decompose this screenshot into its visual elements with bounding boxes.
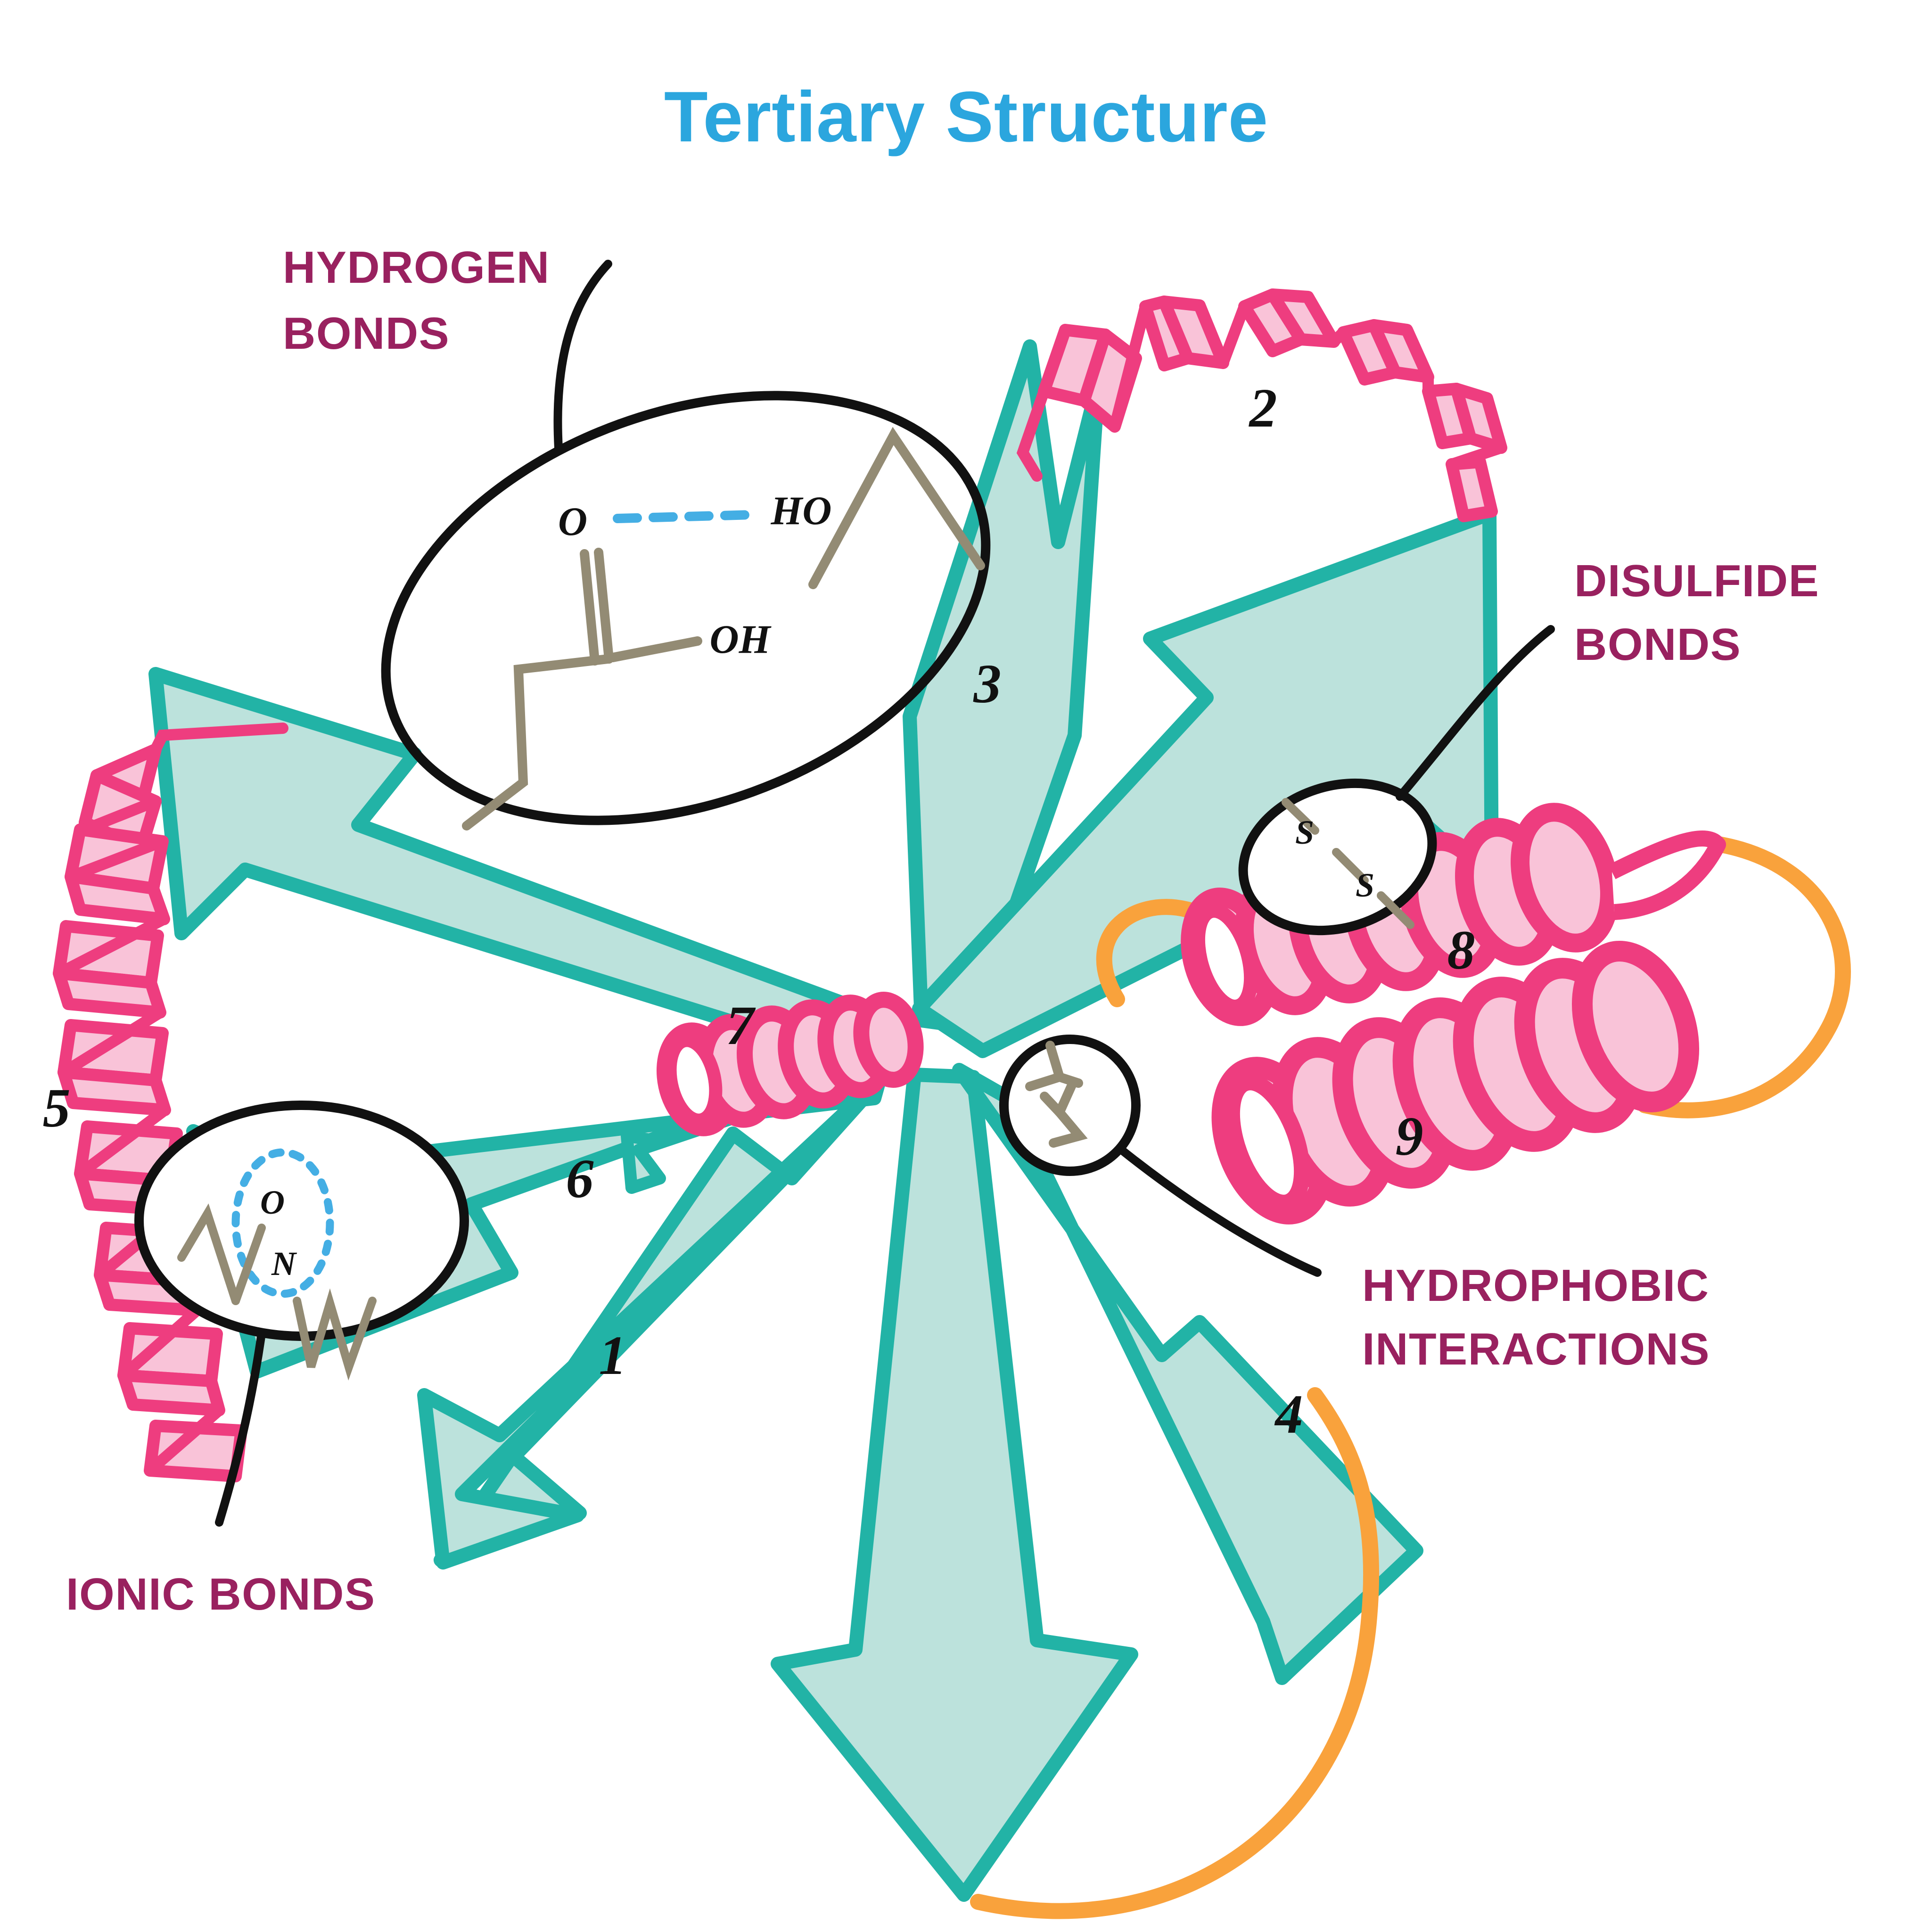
hydrogen-bonds-callout: O HO OH: [381, 260, 991, 830]
beta-sheet-arrow-1: [417, 1058, 900, 1570]
beta-sheet-arrow-4: [952, 1063, 1423, 1685]
structure-number-labels: 1 2 3 4 5 6 7 8 9: [43, 377, 1475, 1445]
hydrophobic-interactions-callout: [999, 1035, 1322, 1277]
number-label-3: 3: [973, 653, 1002, 715]
hydrogen-bonds-ellipse: [381, 391, 991, 825]
ionic-bond-dotted-ring: [231, 1148, 334, 1298]
number-label-4: 4: [1274, 1383, 1303, 1445]
hydrogen-bonds-label-line2: BONDS: [283, 308, 450, 359]
ionic-bonds-ellipse: [134, 1101, 469, 1341]
atom-label-OH: OH: [710, 617, 772, 662]
atom-label-ionic-N: N: [271, 1245, 297, 1283]
number-label-9: 9: [1396, 1105, 1423, 1167]
hydrogen-bonds-chain: [462, 427, 985, 830]
atom-label-ionic-O: O: [260, 1184, 285, 1221]
disulfide-bond-dash: [1282, 798, 1414, 929]
callout-text-labels: Tertiary Structure HYDROGEN BONDS DISULF…: [66, 77, 1819, 1620]
disulfide-bonds-leader: [1396, 625, 1555, 801]
helix-9: [1211, 941, 1700, 1225]
page-title: Tertiary Structure: [664, 77, 1268, 157]
helix-2: [1016, 288, 1507, 522]
ionic-bonds-leader: [215, 1330, 266, 1527]
atom-label-HO: HO: [771, 488, 832, 533]
disulfide-bonds-label-line1: DISULFIDE: [1574, 556, 1819, 606]
atom-label-O: O: [558, 499, 587, 544]
beta-sheet-arrow-down: [771, 1068, 1138, 1902]
beta-sheet-group: [148, 339, 1499, 1902]
hydrophobic-chain: [1025, 1041, 1088, 1148]
number-label-8: 8: [1447, 919, 1475, 981]
hydrophobic-interactions-circle: [999, 1035, 1141, 1176]
helix-7: [656, 992, 924, 1136]
hydrogen-bonds-leader: [553, 260, 612, 452]
atom-label-S2: S: [1356, 866, 1374, 904]
number-label-6: 6: [566, 1148, 594, 1209]
number-label-7: 7: [726, 995, 756, 1056]
ionic-chain: [177, 1203, 377, 1381]
beta-sheet-arrow-upright: [912, 507, 1499, 1058]
hydrophobic-interactions-leader: [1118, 1146, 1322, 1277]
hydrogen-bond-dash: [613, 510, 759, 523]
loop-right-outer: [1637, 836, 1851, 1118]
number-label-5: 5: [43, 1077, 71, 1139]
beta-sheet-stub-7: [621, 1057, 904, 1194]
atom-label-S1: S: [1295, 814, 1314, 851]
loop-bottom-right: [970, 1387, 1380, 1919]
ionic-bonds-label-line1: IONIC BONDS: [66, 1569, 376, 1620]
loop-group: [970, 836, 1851, 1919]
number-label-1: 1: [599, 1324, 627, 1386]
hydrophobic-label-line2: INTERACTIONS: [1362, 1324, 1710, 1374]
disulfide-bonds-label-line2: BONDS: [1574, 619, 1741, 670]
hydrogen-bonds-label-line1: HYDROGEN: [283, 242, 550, 293]
number-label-2: 2: [1249, 377, 1277, 439]
disulfide-bonds-callout: S S: [1238, 625, 1555, 936]
hydrophobic-label-line1: HYDROPHOBIC: [1362, 1260, 1710, 1311]
ionic-bonds-callout: O N: [134, 1101, 469, 1527]
